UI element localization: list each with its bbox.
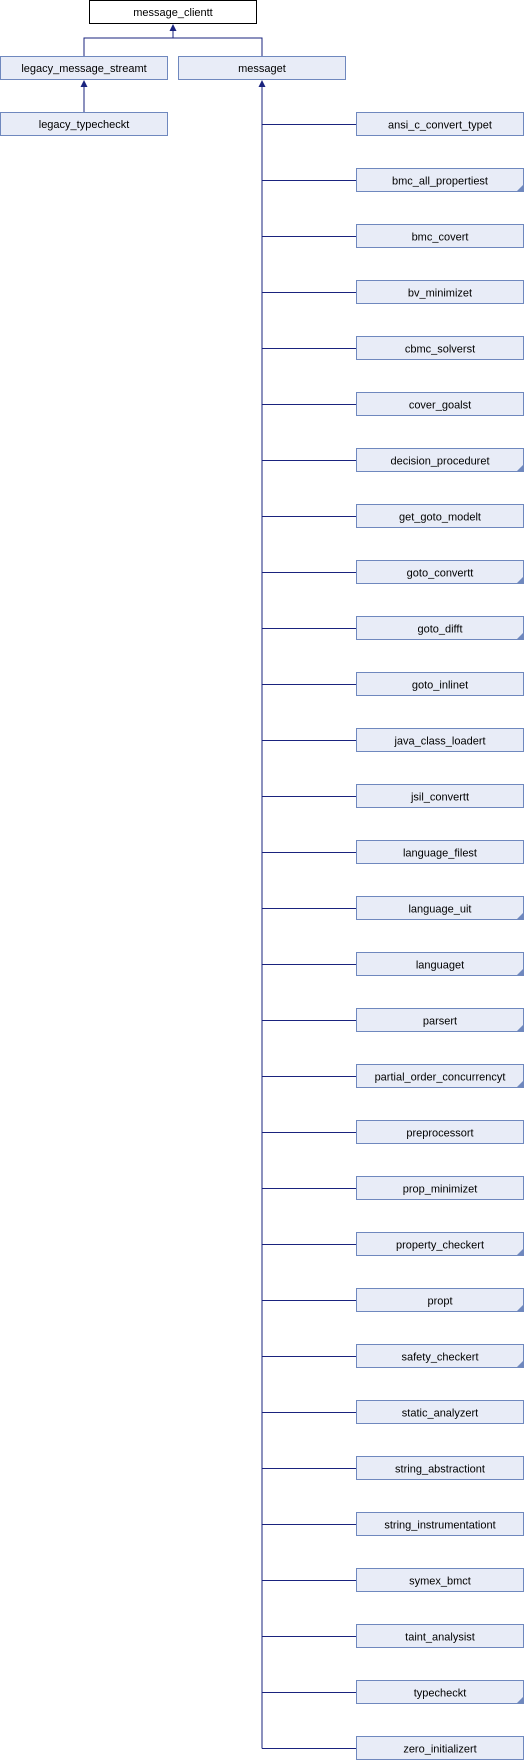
node-jsil-convertt[interactable]: jsil_convertt — [356, 784, 524, 808]
edge-arrow — [258, 80, 266, 87]
node-box — [0, 112, 168, 136]
node-goto-inlinet[interactable]: goto_inlinet — [356, 672, 524, 696]
more-children-marker — [516, 1360, 524, 1368]
node-bmc-covert[interactable]: bmc_covert — [356, 224, 524, 248]
node-label: static_analyzert — [402, 1408, 478, 1420]
node-string-abstractiont[interactable]: string_abstractiont — [356, 1456, 524, 1480]
inheritance-edges — [80, 24, 357, 1749]
node-cbmc-solverst[interactable]: cbmc_solverst — [356, 336, 524, 360]
node-prop-minimizet[interactable]: prop_minimizet — [356, 1176, 524, 1200]
derived-class-list: ansi_c_convert_typet bmc_all_propertiestb… — [356, 112, 524, 1760]
node-label: prop_minimizet — [403, 1184, 478, 1196]
node-legacy-message-streamt[interactable]: legacy_message_streamt — [0, 56, 168, 80]
more-children-marker — [516, 1696, 524, 1704]
more-children-marker — [516, 184, 524, 192]
node-label: bmc_all_propertiest — [392, 176, 488, 188]
node-box — [89, 0, 257, 24]
node-typecheckt[interactable]: typecheckt — [356, 1680, 524, 1704]
node-label: partial_order_concurrencyt — [375, 1072, 506, 1084]
node-label: string_instrumentationt — [384, 1520, 495, 1532]
node-label: goto_difft — [417, 624, 462, 636]
node-box — [178, 56, 346, 80]
node-cover-goalst[interactable]: cover_goalst — [356, 392, 524, 416]
node-label: zero_initializert — [403, 1744, 476, 1756]
node-java-class-loadert[interactable]: java_class_loadert — [356, 728, 524, 752]
node-language-uit[interactable]: language_uit — [356, 896, 524, 920]
node-label: preprocessort — [406, 1128, 473, 1140]
node-property-checkert[interactable]: property_checkert — [356, 1232, 524, 1256]
node-label: ansi_c_convert_typet — [388, 120, 492, 132]
node-label: jsil_convertt — [410, 792, 469, 804]
node-label: cbmc_solverst — [405, 344, 475, 356]
node-languaget[interactable]: languaget — [356, 952, 524, 976]
node-label: taint_analysist — [405, 1632, 475, 1644]
node-language-filest[interactable]: language_filest — [356, 840, 524, 864]
more-children-marker — [516, 464, 524, 472]
node-partial-order-concurrencyt[interactable]: partial_order_concurrencyt — [356, 1064, 524, 1088]
node-label: language_uit — [408, 904, 471, 916]
node-label: typecheckt — [414, 1688, 467, 1700]
node-symex-bmct[interactable]: symex_bmct — [356, 1568, 524, 1592]
more-children-marker — [516, 1080, 524, 1088]
node-label: legacy_typecheckt — [39, 119, 130, 131]
node-goto-convertt[interactable]: goto_convertt — [356, 560, 524, 584]
node-label: legacy_message_streamt — [21, 63, 146, 75]
node-label: string_abstractiont — [395, 1464, 485, 1476]
node-propt[interactable]: propt — [356, 1288, 524, 1312]
node-preprocessort[interactable]: preprocessort — [356, 1120, 524, 1144]
node-string-instrumentationt[interactable]: string_instrumentationt — [356, 1512, 524, 1536]
node-label: safety_checkert — [401, 1352, 478, 1364]
node-messaget[interactable]: messaget — [178, 56, 346, 80]
more-children-marker — [516, 968, 524, 976]
node-label: property_checkert — [396, 1240, 484, 1252]
node-label: get_goto_modelt — [399, 512, 481, 524]
node-bv-minimizet[interactable]: bv_minimizet — [356, 280, 524, 304]
more-children-marker — [516, 912, 524, 920]
node-safety-checkert[interactable]: safety_checkert — [356, 1344, 524, 1368]
edge-line — [83, 37, 263, 56]
node-decision-proceduret[interactable]: decision_proceduret — [356, 448, 524, 472]
node-label: propt — [427, 1296, 452, 1308]
more-children-marker — [516, 632, 524, 640]
node-label: goto_inlinet — [412, 680, 468, 692]
node-taint-analysist[interactable]: taint_analysist — [356, 1624, 524, 1648]
node-label: language_filest — [403, 848, 477, 860]
node-label: java_class_loadert — [393, 736, 485, 748]
node-static-analyzert[interactable]: static_analyzert — [356, 1400, 524, 1424]
node-goto-difft[interactable]: goto_difft — [356, 616, 524, 640]
edge-arrow — [80, 80, 88, 87]
node-label: bmc_covert — [412, 232, 469, 244]
more-children-marker — [516, 576, 524, 584]
node-bmc-all-propertiest[interactable]: bmc_all_propertiest — [356, 168, 524, 192]
node-box — [0, 56, 168, 80]
node-label: parsert — [423, 1016, 457, 1028]
node-label: message_clientt — [133, 7, 213, 19]
more-children-marker — [516, 1248, 524, 1256]
node-label: messaget — [238, 63, 286, 75]
edge-arrow — [169, 24, 177, 31]
node-label: goto_convertt — [407, 568, 474, 580]
node-label: bv_minimizet — [408, 288, 472, 300]
node-label: cover_goalst — [409, 400, 471, 412]
node-label: languaget — [416, 960, 464, 972]
node-legacy-typecheckt[interactable]: legacy_typecheckt — [0, 112, 168, 136]
node-parsert[interactable]: parsert — [356, 1008, 524, 1032]
node-ansi-c-convert-typet[interactable]: ansi_c_convert_typet — [356, 112, 524, 136]
more-children-marker — [516, 1304, 524, 1312]
node-message-clientt[interactable]: message_clientt — [89, 0, 257, 24]
more-children-marker — [516, 1024, 524, 1032]
node-zero-initializert[interactable]: zero_initializert — [356, 1736, 524, 1760]
node-label: decision_proceduret — [390, 456, 489, 468]
node-get-goto-modelt[interactable]: get_goto_modelt — [356, 504, 524, 528]
node-label: symex_bmct — [409, 1576, 471, 1588]
